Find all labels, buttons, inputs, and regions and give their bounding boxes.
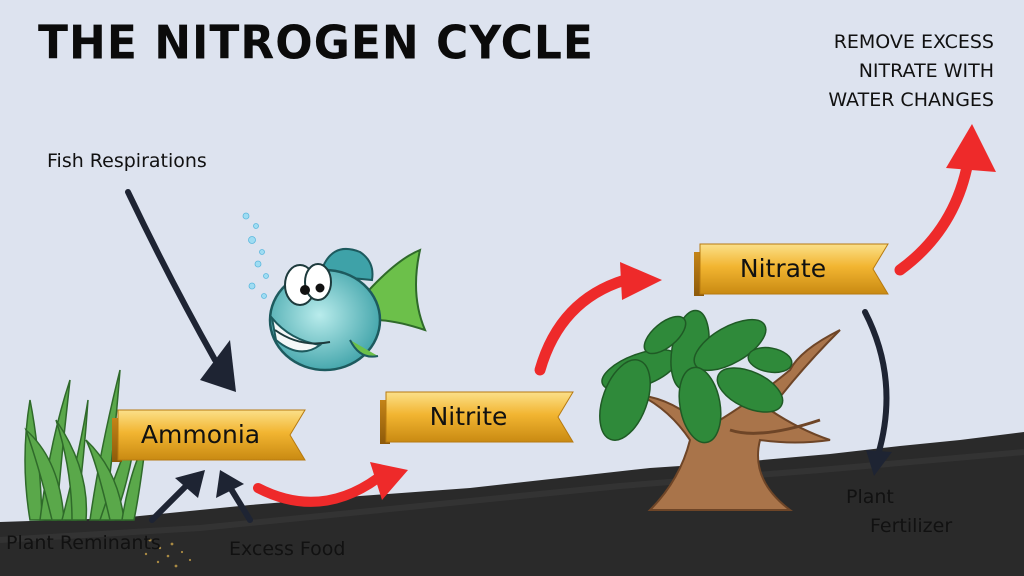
excess-food-label: Excess Food — [229, 538, 346, 560]
plant-remnants-arrow — [149, 479, 193, 523]
arrowhead — [866, 450, 892, 476]
plant-fertilizer-label-line2: Fertilizer — [870, 515, 953, 537]
arrowhead — [620, 262, 662, 300]
water-change-note: REMOVE EXCESS NITRATE WITH WATER CHANGES — [828, 28, 994, 115]
nitrate-to-water-change-arrow — [894, 156, 974, 276]
fish-icon — [268, 247, 427, 372]
fish-respirations-label: Fish Respirations — [47, 150, 207, 172]
bubbles-icon — [242, 212, 269, 299]
note-line: WATER CHANGES — [828, 89, 994, 111]
nitrite-banner: Nitrite — [386, 392, 573, 442]
ammonia-label: Ammonia — [140, 420, 261, 449]
arrowhead — [946, 124, 996, 172]
ammonia-banner: Ammonia — [118, 410, 305, 460]
nitrate-label: Nitrate — [739, 254, 827, 283]
nitrite-to-nitrate-arrow — [534, 274, 631, 376]
nitrate-banner-shape — [694, 243, 889, 296]
note-line: NITRATE WITH — [858, 60, 994, 82]
substrate-texture — [0, 449, 1024, 543]
arrowhead — [370, 462, 408, 500]
note-line: REMOVE EXCESS — [833, 31, 994, 53]
plant-fertilizer-label-line1: Plant — [846, 486, 894, 508]
grass-plant-icon — [24, 369, 147, 521]
arrowhead — [200, 340, 236, 392]
driftwood-plant-icon — [599, 309, 841, 511]
arrowhead — [175, 470, 205, 498]
page-title: THE NITROGEN CYCLE — [38, 16, 594, 71]
ammonia-banner-shape — [112, 409, 306, 462]
gravel-specks — [144, 538, 192, 568]
red-arrows — [253, 156, 974, 507]
substrate — [0, 432, 1024, 576]
nitrate-banner: Nitrate — [700, 244, 888, 294]
ammonia-to-nitrite-arrow — [253, 473, 383, 507]
plant-remnants-label: Plant Reminants — [6, 532, 161, 554]
dark-arrows — [125, 189, 890, 523]
nitrite-label: Nitrite — [429, 402, 508, 431]
plant-fertilizer-arrow — [862, 309, 890, 458]
arrowhead — [216, 470, 244, 498]
nitrite-banner-shape — [380, 391, 574, 444]
fish-respirations-arrow — [125, 189, 218, 363]
